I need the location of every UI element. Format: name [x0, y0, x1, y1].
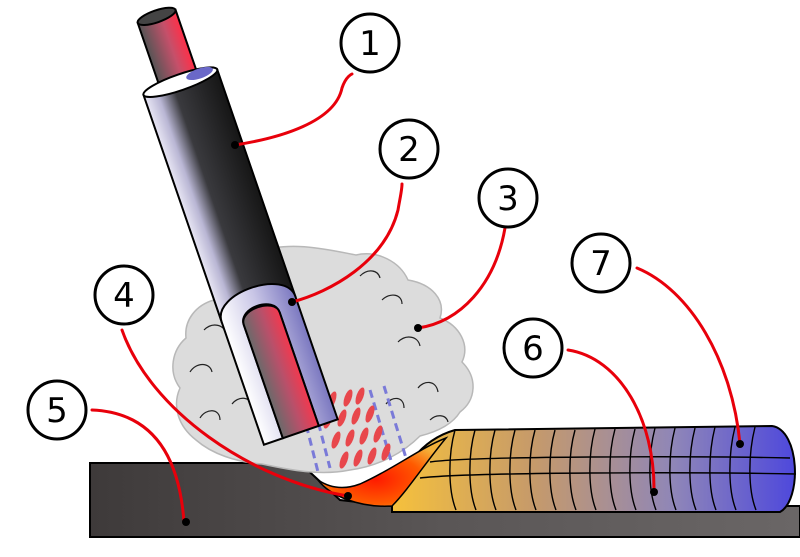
callout-circle-5	[26, 379, 88, 441]
callout-circle-6	[502, 317, 564, 379]
callout-label-1: 1	[359, 24, 381, 64]
callout-6: 6	[502, 317, 564, 379]
core-wire	[242, 304, 321, 440]
callout-anchors	[182, 141, 744, 526]
callout-circle-2	[378, 118, 440, 180]
callout-circle-4	[93, 264, 155, 326]
callout-label-7: 7	[590, 244, 612, 284]
callout-anchor-7	[736, 440, 744, 448]
electrode	[136, 6, 339, 447]
callout-anchor-5	[182, 518, 190, 526]
callout-label-2: 2	[398, 130, 420, 170]
callout-5: 5	[26, 379, 88, 441]
callout-label-3: 3	[497, 179, 519, 219]
callout-label-4: 4	[113, 276, 135, 316]
callout-label-5: 5	[46, 391, 68, 431]
callout-leaders	[90, 72, 742, 524]
callout-3: 3	[477, 167, 539, 229]
callout-7: 7	[570, 232, 632, 294]
callout-anchor-4	[344, 492, 352, 500]
callout-circle-7	[570, 232, 632, 294]
callout-circle-3	[477, 167, 539, 229]
weld-bead	[391, 424, 797, 513]
callout-4: 4	[93, 264, 155, 326]
callout-label-6: 6	[522, 329, 544, 369]
callout-circle-1	[339, 12, 401, 74]
callout-anchor-3	[414, 324, 422, 332]
weld-pool	[317, 436, 449, 507]
callout-anchor-6	[650, 488, 658, 496]
callout-anchor-2	[288, 298, 296, 306]
callout-2: 2	[378, 118, 440, 180]
callout-1: 1	[339, 12, 401, 74]
callout-anchor-1	[231, 141, 239, 149]
